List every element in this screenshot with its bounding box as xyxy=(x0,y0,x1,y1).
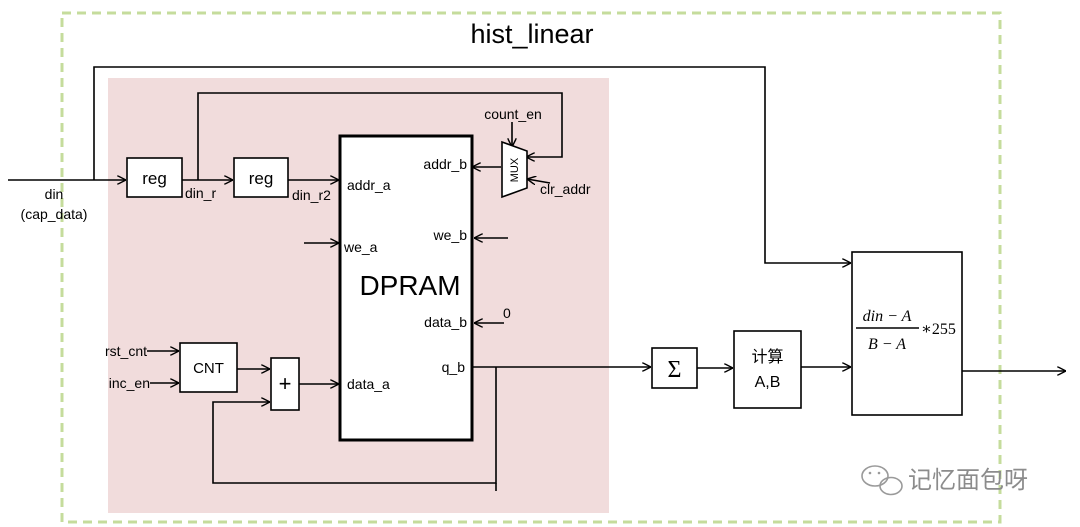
sum-label: Σ xyxy=(668,357,682,383)
din-r-label: din_r xyxy=(185,185,216,201)
diagram-title: hist_linear xyxy=(470,19,593,49)
port-addr-b: addr_b xyxy=(423,156,467,172)
inc-en-label: inc_en xyxy=(109,375,150,391)
port-we-b: we_b xyxy=(433,227,468,243)
dpram-block xyxy=(338,134,474,442)
clr-addr-label: clr_addr xyxy=(540,181,591,197)
wire-din-r-to-mux xyxy=(197,92,563,180)
port-we-a: we_a xyxy=(343,239,378,255)
wire-qb-feedback xyxy=(212,367,497,484)
port-q-b: q_b xyxy=(442,359,466,375)
count-en-label: count_en xyxy=(484,106,542,122)
wire-din-to-formula xyxy=(93,66,851,263)
port-data-b: data_b xyxy=(424,314,467,330)
formula-block xyxy=(851,251,963,416)
reg2-block xyxy=(233,157,289,198)
calc-label-2: A,B xyxy=(755,374,781,391)
din-r2-label: din_r2 xyxy=(292,187,331,203)
watermark-text: 记忆面包呀 xyxy=(908,467,1028,494)
calc-block xyxy=(733,330,802,409)
rst-cnt-label: rst_cnt xyxy=(105,343,147,359)
formula-multiplier: ∗255 xyxy=(921,321,956,338)
reg1-block xyxy=(126,157,183,198)
din-label: din xyxy=(45,186,64,202)
wechat-icon xyxy=(861,465,903,496)
formula-numerator: din − A xyxy=(863,308,912,325)
reg2-label: reg xyxy=(249,169,274,188)
dpram-label: DPRAM xyxy=(359,270,460,301)
port-addr-a: addr_a xyxy=(347,177,391,193)
wire-clr-addr xyxy=(527,179,551,183)
reg1-label: reg xyxy=(142,169,167,188)
formula-denominator: B − A xyxy=(868,336,906,353)
cnt-block xyxy=(179,342,238,393)
mux-block xyxy=(501,140,528,199)
outer-border xyxy=(60,11,1002,524)
sum-block xyxy=(651,347,698,389)
cap-data-label: (cap_data) xyxy=(21,206,88,222)
port-data-a: data_a xyxy=(347,376,390,392)
calc-label-1: 计算 xyxy=(751,347,783,366)
adder-label: + xyxy=(279,371,292,396)
mux-label: MUX xyxy=(509,157,521,182)
cnt-label: CNT xyxy=(193,360,224,377)
zero-label: 0 xyxy=(503,305,511,321)
adder-block xyxy=(270,357,300,411)
